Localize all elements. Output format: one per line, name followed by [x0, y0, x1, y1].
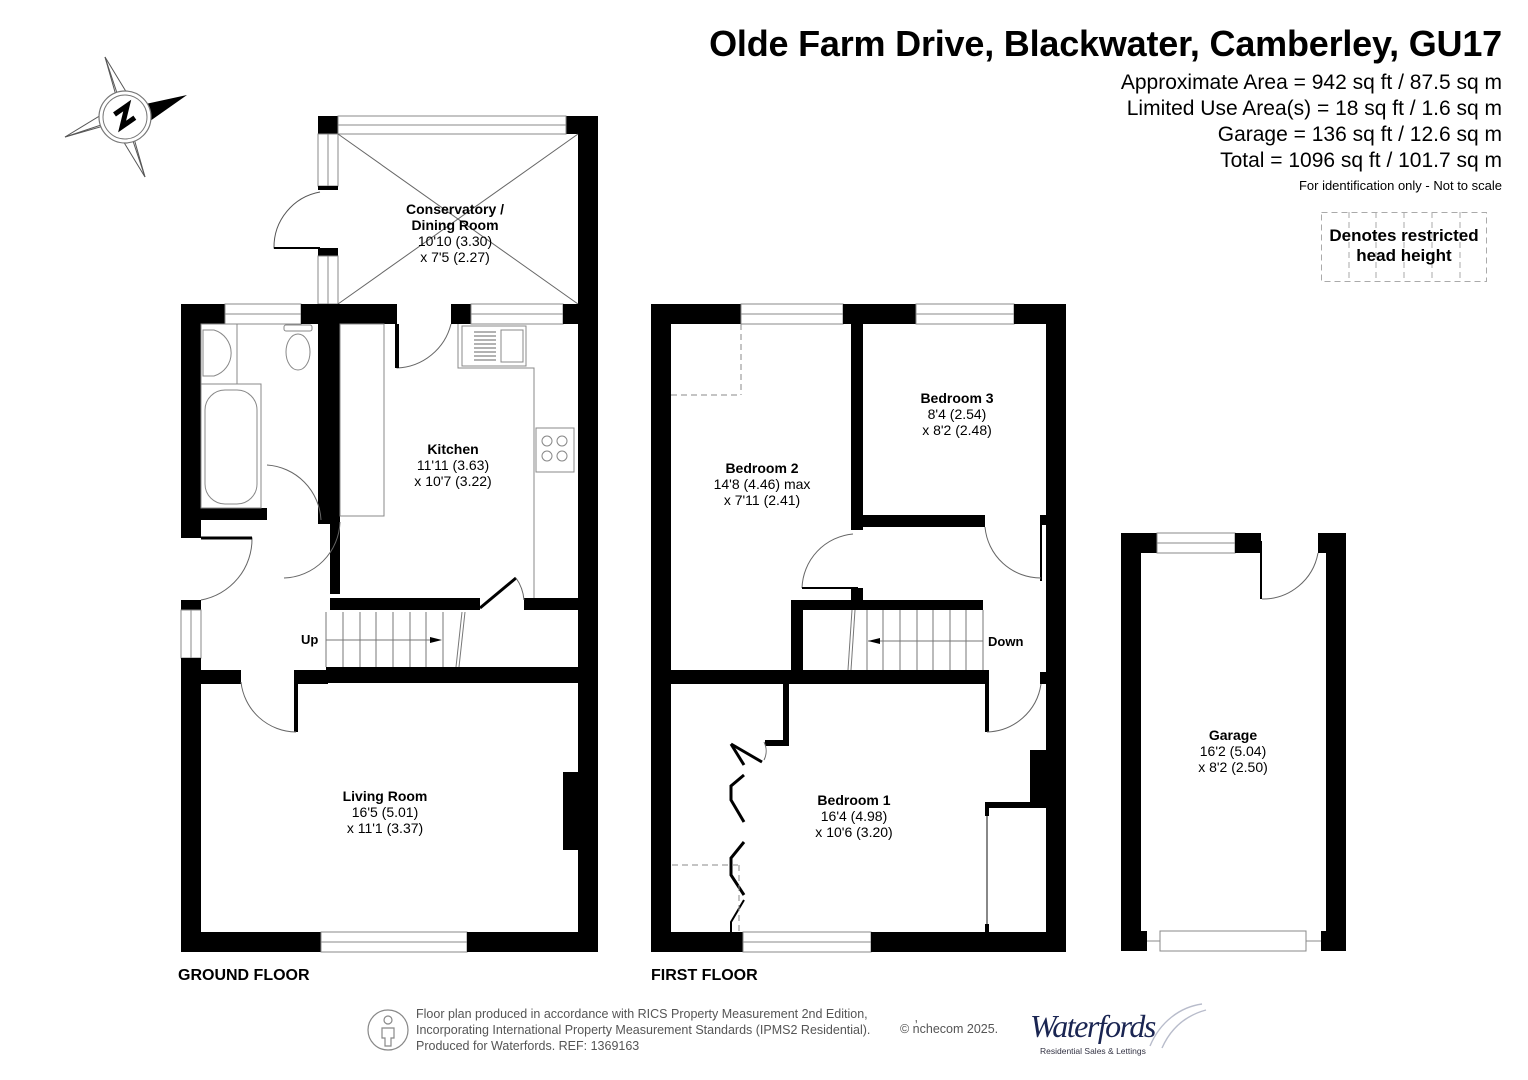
- footer-line-2: Incorporating International Property Mea…: [416, 1023, 871, 1037]
- room-bedroom-3: Bedroom 3 8'4 (2.54) x 8'2 (2.48): [920, 390, 994, 438]
- room-conservatory: Conservatory / Dining Room 10'10 (3.30) …: [405, 201, 505, 265]
- ground-floor-label: GROUND FLOOR: [178, 967, 310, 984]
- footer-line-3: Produced for Waterfords. REF: 1369163: [416, 1039, 640, 1053]
- legend-line-2: head height: [1356, 246, 1452, 265]
- room-bedroom-2: Bedroom 2 14'8 (4.46) max x 7'11 (2.41): [713, 460, 811, 508]
- waterfords-logo: Waterfords Residential Sales & Lettings: [1030, 1002, 1207, 1062]
- room-living-room: Living Room 16'5 (5.01) x 11'1 (3.37): [342, 788, 428, 836]
- garage-area: Garage = 136 sq ft / 12.6 sq m: [1217, 123, 1502, 146]
- garage-plan: [1121, 532, 1346, 952]
- total-area: Total = 1096 sq ft / 101.7 sq m: [1220, 149, 1502, 172]
- footer-notes: Floor plan produced in accordance with R…: [416, 1006, 870, 1054]
- restricted-height-legend: Denotes restricted head height: [1321, 212, 1487, 282]
- logo-text: Waterfords: [1030, 1008, 1156, 1044]
- area-summary: Approximate Area = 942 sq ft / 87.5 sq m…: [709, 70, 1502, 174]
- dashed-grid-icon: [1321, 212, 1487, 282]
- first-floor-plan: [651, 303, 1066, 953]
- room-bedroom-1: Bedroom 1 16'4 (4.98) x 10'6 (3.20): [815, 792, 893, 840]
- ground-floor-plan: [180, 115, 598, 953]
- footer-line-1: Floor plan produced in accordance with R…: [416, 1007, 868, 1021]
- legend-line-1: Denotes restricted: [1329, 226, 1479, 245]
- person-icon: [367, 1009, 409, 1051]
- header: Olde Farm Drive, Blackwater, Camberley, …: [709, 22, 1502, 196]
- room-kitchen: Kitchen 11'11 (3.63) x 10'7 (3.22): [414, 441, 492, 489]
- stairs-up-label: Up: [301, 632, 319, 647]
- stairs-down-label: Down: [988, 634, 1024, 649]
- room-garage: Garage 16'2 (5.04) x 8'2 (2.50): [1198, 727, 1268, 775]
- logo-w-swash-icon: [1149, 1003, 1207, 1049]
- first-floor-label: FIRST FLOOR: [651, 967, 758, 984]
- compass-north-icon: [64, 56, 187, 178]
- approximate-area: Approximate Area = 942 sq ft / 87.5 sq m: [1120, 71, 1502, 94]
- limited-use-area: Limited Use Area(s) = 18 sq ft / 1.6 sq …: [1126, 97, 1502, 120]
- logo-subtitle: Residential Sales & Lettings: [1040, 1046, 1146, 1056]
- scale-disclaimer: For identification only - Not to scale: [1298, 178, 1502, 193]
- property-title: Olde Farm Drive, Blackwater, Camberley, …: [709, 23, 1502, 64]
- copyright: © n̓checom 2025.: [900, 1022, 999, 1036]
